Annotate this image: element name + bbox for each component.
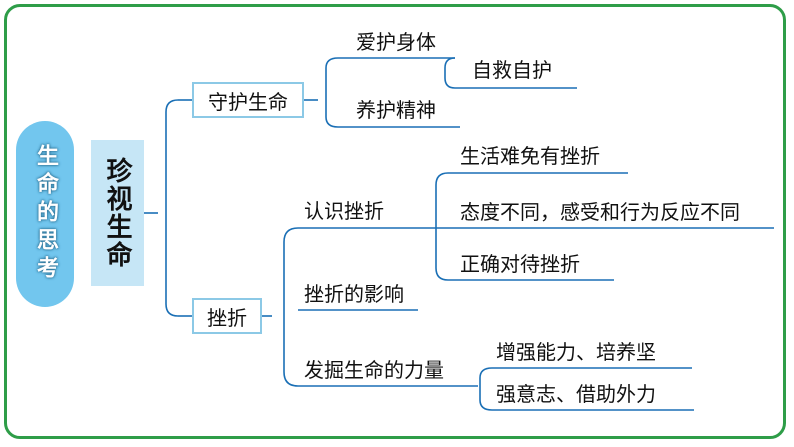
power-bracket [479,367,493,411]
leaf-care-body: 爱护身体 [356,30,436,54]
leaf-power-item-2: 强意志、借助外力 [496,382,656,406]
leaf-recognize-item-1: 生活难免有挫折 [460,144,600,168]
leaf-setback-influence: 挫折的影响 [304,282,404,306]
leaf-recognize-item-2: 态度不同，感受和行为反应不同 [460,200,740,224]
branch-protect-life: 守护生命 [192,82,304,118]
leaf-recognize-item-3: 正确对待挫折 [460,252,580,276]
leaf-nurture-spirit: 养护精神 [356,98,436,122]
recognize-bracket [435,172,449,281]
branch-protect-label: 守护生命 [208,89,288,114]
leaf-recognize-setback: 认识挫折 [304,199,384,223]
leaf-power-item-1: 增强能力、培养坚 [496,340,656,364]
root-label: 生命的思考 [33,144,58,284]
setback-bracket [283,227,299,387]
outer-frame [4,4,786,439]
leaf-discover-power: 发掘生命的力量 [304,358,444,382]
leaf-self-rescue: 自救自护 [472,58,552,82]
protect-bracket [325,57,339,128]
root-node: 生命的思考 [16,121,74,307]
subject-label: 珍视生命 [102,157,132,269]
branch-setback-label: 挫折 [207,305,247,330]
branch-bracket [165,99,179,317]
branch-setback: 挫折 [192,298,262,334]
underline-self-rescue [444,57,577,89]
subject-node: 珍视生命 [91,140,144,286]
